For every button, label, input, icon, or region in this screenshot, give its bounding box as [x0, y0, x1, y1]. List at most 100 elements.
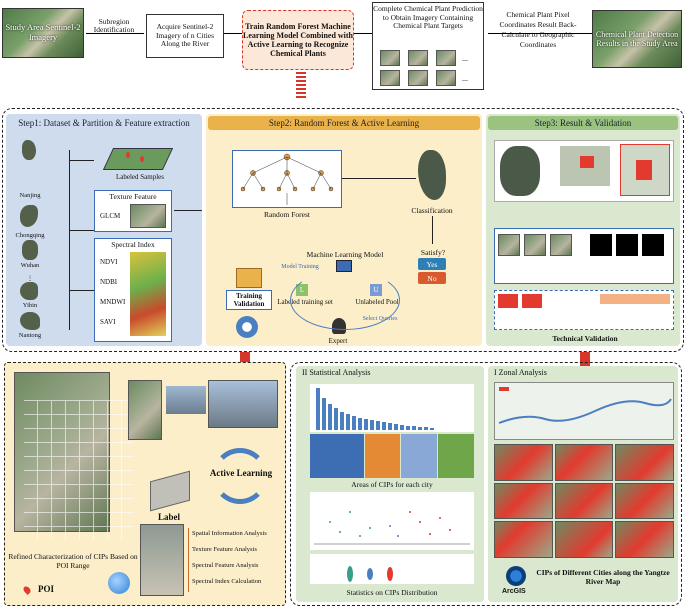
city-cips-grid [494, 444, 674, 558]
glcm-label: GLCM [100, 212, 121, 220]
training-validation-label: Training Validation [226, 290, 272, 310]
index-ndvi: NDVI [100, 258, 118, 266]
result-label: Chemical Plant Detection Results in the … [595, 29, 679, 48]
analysis-image [140, 524, 184, 596]
city-yibin: Yibin [22, 302, 38, 309]
areas-label: Areas of CIPs for each city [351, 480, 433, 489]
subregion-arrow-label: Subregion Identification [93, 17, 135, 35]
zonal-caption: CIPs of Different Cities along the Yangt… [536, 568, 670, 586]
ocean-logo-icon [108, 572, 130, 594]
arcgis-globe-icon [506, 566, 526, 586]
gear-icon [236, 316, 258, 338]
mask-tile-3 [642, 234, 664, 256]
prediction-thumb-3 [436, 50, 456, 66]
middle-dashed-frame [2, 108, 684, 352]
dots-2: ... [462, 74, 468, 83]
labeled-samples-image [102, 148, 174, 170]
cips-tile-3 [615, 444, 674, 481]
poi-zoom-image [128, 380, 162, 440]
cips-tile-5 [554, 482, 614, 520]
sample-pin-2 [140, 156, 144, 162]
step1-title: Step1: Dataset & Partition & Feature ext… [8, 116, 200, 130]
arrow-line-2 [224, 33, 242, 34]
sample-tile-2 [524, 234, 546, 256]
step3-title: Step3: Result & Validation [488, 116, 678, 130]
index-savi: SAVI [100, 318, 116, 326]
poi-label: POI [38, 584, 55, 594]
active-learning-text: Active Learning [209, 468, 273, 478]
area-treemap [310, 434, 474, 478]
red-arrow-down-right [580, 352, 590, 368]
chongqing-map-icon [20, 205, 38, 227]
acquire-label: Acquire Sentinel-2 Imagery of n Cities A… [155, 22, 215, 49]
prediction-thumb-6 [436, 70, 456, 86]
model-training-label: Model Training [281, 264, 319, 270]
connector-to-spectral [70, 290, 94, 291]
city-chongqing: Chongqing [15, 232, 45, 239]
complete-box: Complete Chemical Plant Prediction to Ob… [372, 2, 484, 90]
label-text: Label [157, 512, 180, 522]
violin-plot-svg [347, 566, 393, 582]
expert-label: Expert [328, 337, 348, 345]
cips-tile-7 [494, 521, 553, 558]
cips-tile-2 [554, 444, 614, 481]
coordinates-arrow-label: Chemical Plant Pixel Coordinates Result … [499, 10, 577, 50]
random-forest-tree-icon [240, 153, 334, 205]
labeled-samples-label: Labeled Samples [115, 173, 164, 181]
city-nanjing: Nanjing [19, 192, 41, 199]
complete-label: Complete Chemical Plant Prediction to Ob… [373, 4, 483, 31]
index-ndbi: NDBI [100, 278, 118, 286]
satisfy-label: Satisfy? [420, 248, 446, 257]
validation-table-header [600, 294, 670, 304]
treemap-cell-4 [438, 434, 474, 478]
wuhan-map-icon [22, 240, 38, 260]
ml-model-label: Machine Learning Model [306, 250, 384, 259]
zonal-title: I Zonal Analysis [494, 368, 547, 377]
sample-tile-3 [550, 234, 572, 256]
river-map [494, 382, 674, 440]
arrow-line-1 [86, 33, 144, 34]
arcgis-label: ArcGIS [502, 588, 526, 595]
analysis-spectral: Spectral Feature Analysis [192, 562, 259, 569]
mask-tile-1 [590, 234, 612, 256]
technical-validation-label: Technical Validation [552, 334, 618, 343]
result-map-highlight [580, 156, 594, 168]
validation-thumb-2 [522, 294, 542, 308]
sample-pin-1 [126, 152, 130, 158]
random-forest-box [232, 150, 342, 208]
feature-to-rf-line [174, 210, 202, 211]
treemap-cell-2 [364, 434, 401, 478]
yibin-map-icon [20, 282, 38, 300]
plant-photo [166, 386, 206, 414]
cips-tile-9 [615, 521, 674, 558]
acquire-box: Acquire Sentinel-2 Imagery of n Cities A… [146, 14, 224, 58]
prediction-thumb-5 [408, 70, 428, 86]
spectral-index-image [130, 252, 166, 336]
city-connector [56, 150, 70, 330]
distribution-scatter-svg [314, 511, 470, 545]
cips-tile-4 [494, 482, 553, 520]
study-area-box: Study Area Sentinel-2 Imagery [2, 8, 84, 58]
result-box: Chemical Plant Detection Results in the … [592, 10, 682, 68]
city-wuhan: Wuhan [20, 262, 40, 269]
active-learning-cycle [290, 270, 400, 330]
refined-text: Refined Characterization of CIPs Based o… [8, 552, 138, 570]
plant-photo-2 [208, 380, 278, 428]
analysis-index: Spectral Index Calculation [192, 578, 262, 585]
dots-1: ... [462, 54, 468, 63]
nanjing-map-icon [22, 140, 36, 160]
cips-tile-6 [615, 482, 674, 520]
city-nantong: Nantong [18, 332, 42, 339]
classification-label: Classification [411, 206, 453, 215]
analysis-bracket [188, 528, 189, 592]
step2-title: Step2: Random Forest & Active Learning [208, 116, 480, 130]
river-map-svg [498, 387, 672, 424]
training-box-icon [236, 268, 262, 288]
no-badge: No [418, 272, 446, 284]
classification-map-icon [418, 150, 446, 200]
yes-badge: Yes [418, 258, 446, 270]
bottom-right-frame [290, 362, 682, 606]
connector-to-texture [70, 230, 94, 231]
cips-tile-1 [494, 444, 553, 481]
arrow-line-3 [354, 33, 372, 34]
